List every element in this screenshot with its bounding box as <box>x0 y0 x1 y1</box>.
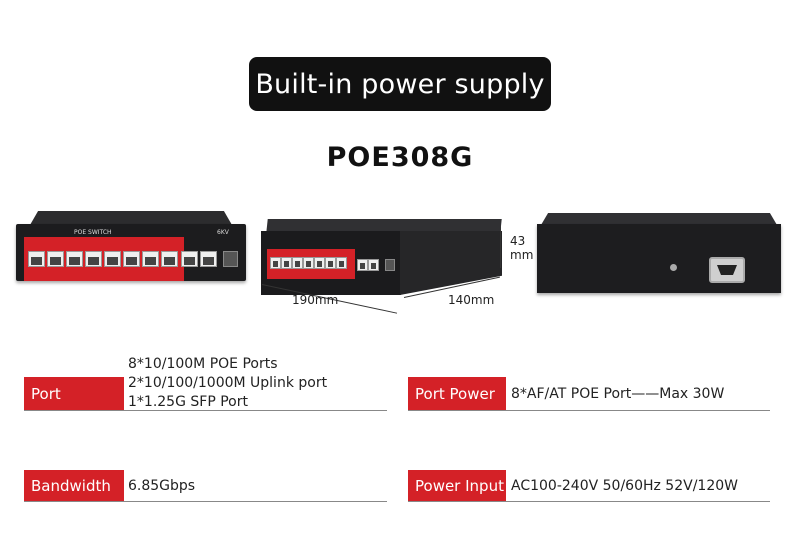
height-dimension-line <box>500 226 501 268</box>
banner-text: Built-in power supply <box>255 68 545 100</box>
spec-label-port: Port <box>24 377 124 410</box>
spec-value-port: 8*10/100M POE Ports 2*10/100/1000M Uplin… <box>128 356 328 410</box>
ground-screw <box>670 264 677 271</box>
rj45-port <box>142 251 159 267</box>
front-label-right: 6KV <box>217 229 229 236</box>
switch-back-image <box>537 213 781 293</box>
sfp-port <box>223 251 238 267</box>
spec-value-bandwidth: 6.85Gbps <box>128 478 196 494</box>
rj45-port <box>104 251 121 267</box>
rj45-port <box>28 251 45 267</box>
spec-value-port-power: 8*AF/AT POE Port——Max 30W <box>511 386 725 402</box>
divider <box>408 501 770 502</box>
title-banner: Built-in power supply <box>249 57 551 111</box>
rj45-port <box>85 251 102 267</box>
spec-label-bandwidth: Bandwidth <box>24 470 124 501</box>
rj45-port <box>123 251 140 267</box>
divider <box>408 410 770 411</box>
uplink-port <box>181 251 198 267</box>
rj45-port <box>66 251 83 267</box>
front-label: POE SWITCH <box>74 229 112 236</box>
width-dimension: 190mm <box>292 293 339 307</box>
spec-label-power-input: Power Input <box>408 470 506 501</box>
divider <box>24 501 387 502</box>
switch-angled-image <box>261 219 506 301</box>
spec-value-power-input: AC100-240V 50/60Hz 52V/120W <box>511 478 738 494</box>
power-socket <box>709 257 745 283</box>
rj45-port <box>47 251 64 267</box>
uplink-port <box>200 251 217 267</box>
switch-front-image: POE SWITCH 6KV <box>16 211 246 281</box>
model-name: POE308G <box>326 142 474 173</box>
depth-dimension: 140mm <box>448 293 495 307</box>
rj45-port <box>161 251 178 267</box>
divider <box>24 410 387 411</box>
height-dimension: 43 mm <box>510 234 534 262</box>
spec-label-port-power: Port Power <box>408 377 506 410</box>
